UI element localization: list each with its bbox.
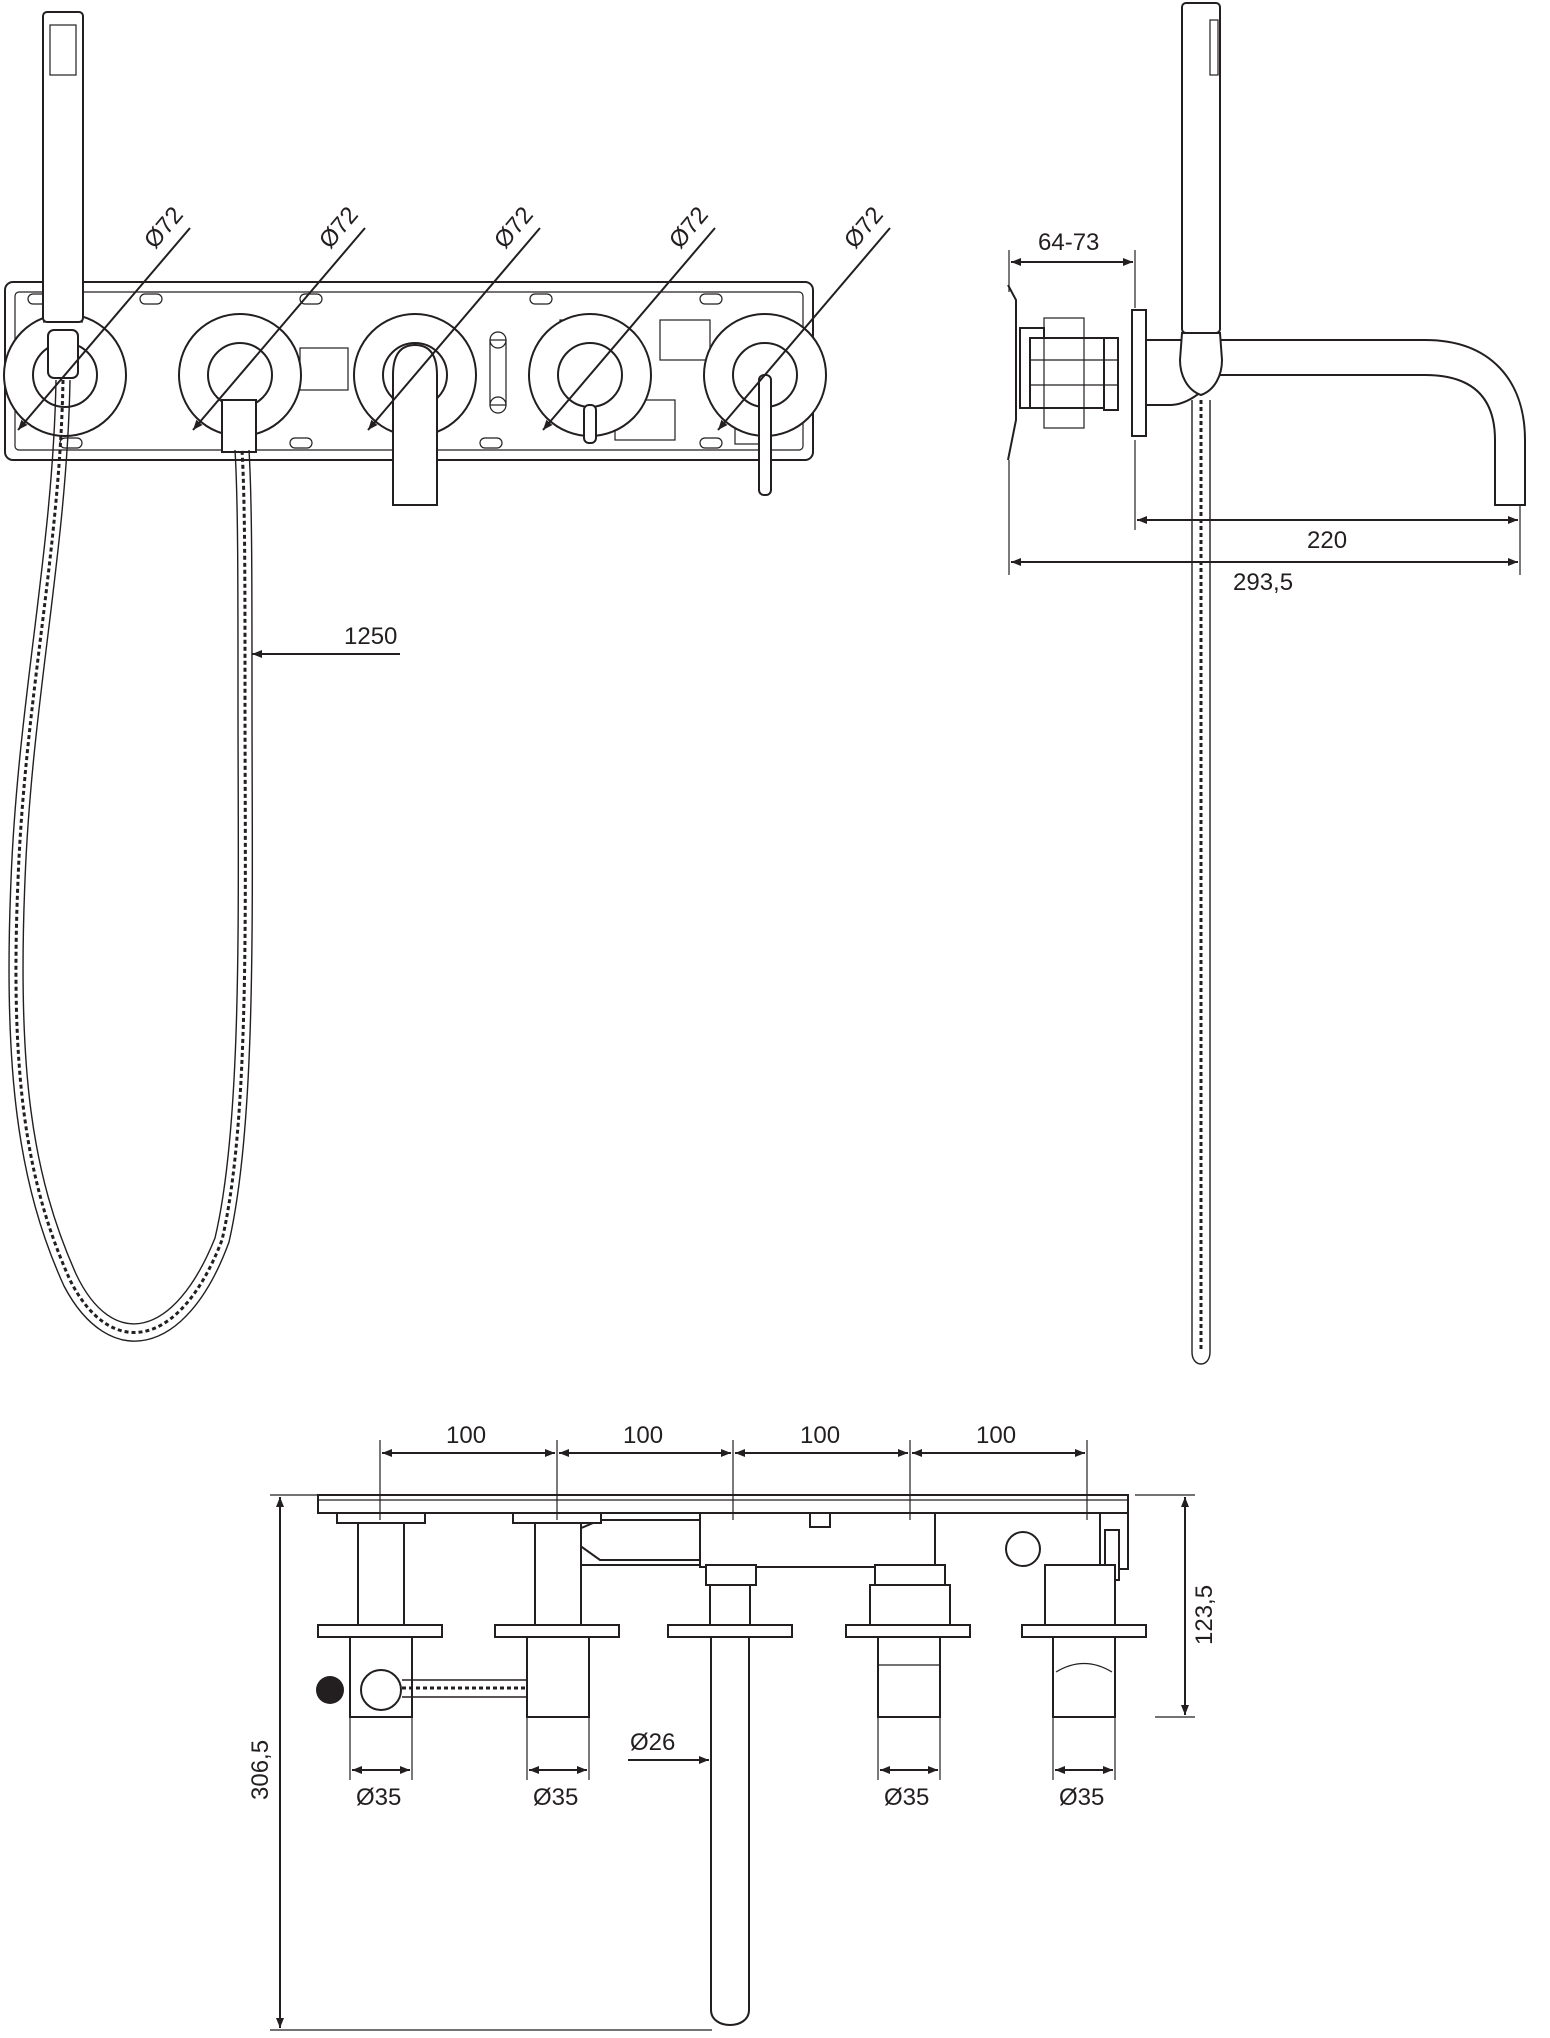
diameter-label-5: Ø72: [839, 202, 889, 254]
spacing-dimensions: 100 100 100 100: [379, 1422, 1088, 1520]
spacing-label-3: 100: [800, 1422, 840, 1449]
outlet-2: [494, 1512, 620, 1718]
outlet-3-spout: [667, 1564, 793, 2026]
outlet-4: [845, 1564, 971, 1718]
outlet-label-1: Ø35: [356, 1784, 401, 1811]
spacing-label-2: 100: [623, 1422, 663, 1449]
total-height-label: 306,5: [247, 1740, 274, 1800]
outlet-label-2: Ø35: [533, 1784, 578, 1811]
spacing-label-4: 100: [976, 1422, 1016, 1449]
spacing-label-1: 100: [446, 1422, 486, 1449]
hose-length-label: 1250: [344, 623, 397, 650]
depth-label: 64-73: [1038, 229, 1099, 256]
shower-hose: [14, 379, 247, 1334]
wall-rosette: [1131, 309, 1147, 437]
height-label: 123,5: [1191, 1585, 1218, 1645]
spout-diameter-label: Ø26: [630, 1729, 675, 1756]
side-hand-shower: [1181, 2, 1221, 334]
diameter-label-3: Ø72: [489, 202, 539, 254]
diameter-label-4: Ø72: [664, 202, 714, 254]
outlet-diameter-dimensions: Ø35 Ø35 Ø35 Ø35: [349, 1717, 1116, 1811]
bottom-view: 100 100 100 100 123,5 306,5 Ø26 Ø35: [247, 1422, 1218, 2031]
mounting-rail: [317, 1494, 1129, 1514]
diameter-label-1: Ø72: [139, 202, 189, 254]
outlet-label-4: Ø35: [1059, 1784, 1104, 1811]
outlet-5: [1021, 1564, 1147, 1718]
rosette-3: [353, 313, 477, 506]
front-view: Ø72 Ø72 Ø72 Ø72 Ø72 1250: [3, 11, 891, 1342]
diameter-label-2: Ø72: [314, 202, 364, 254]
rosette-2: [178, 313, 302, 453]
spout-length-label: 220: [1307, 527, 1347, 554]
outlet-label-3: Ø35: [884, 1784, 929, 1811]
hand-shower: [42, 11, 84, 379]
mounting-slots: [27, 293, 723, 449]
outlet-1: [316, 1512, 443, 1718]
rosette-5: [703, 313, 827, 496]
total-depth-label: 293,5: [1233, 569, 1293, 596]
side-view: 64-73 220 293,5: [1007, 2, 1526, 1365]
